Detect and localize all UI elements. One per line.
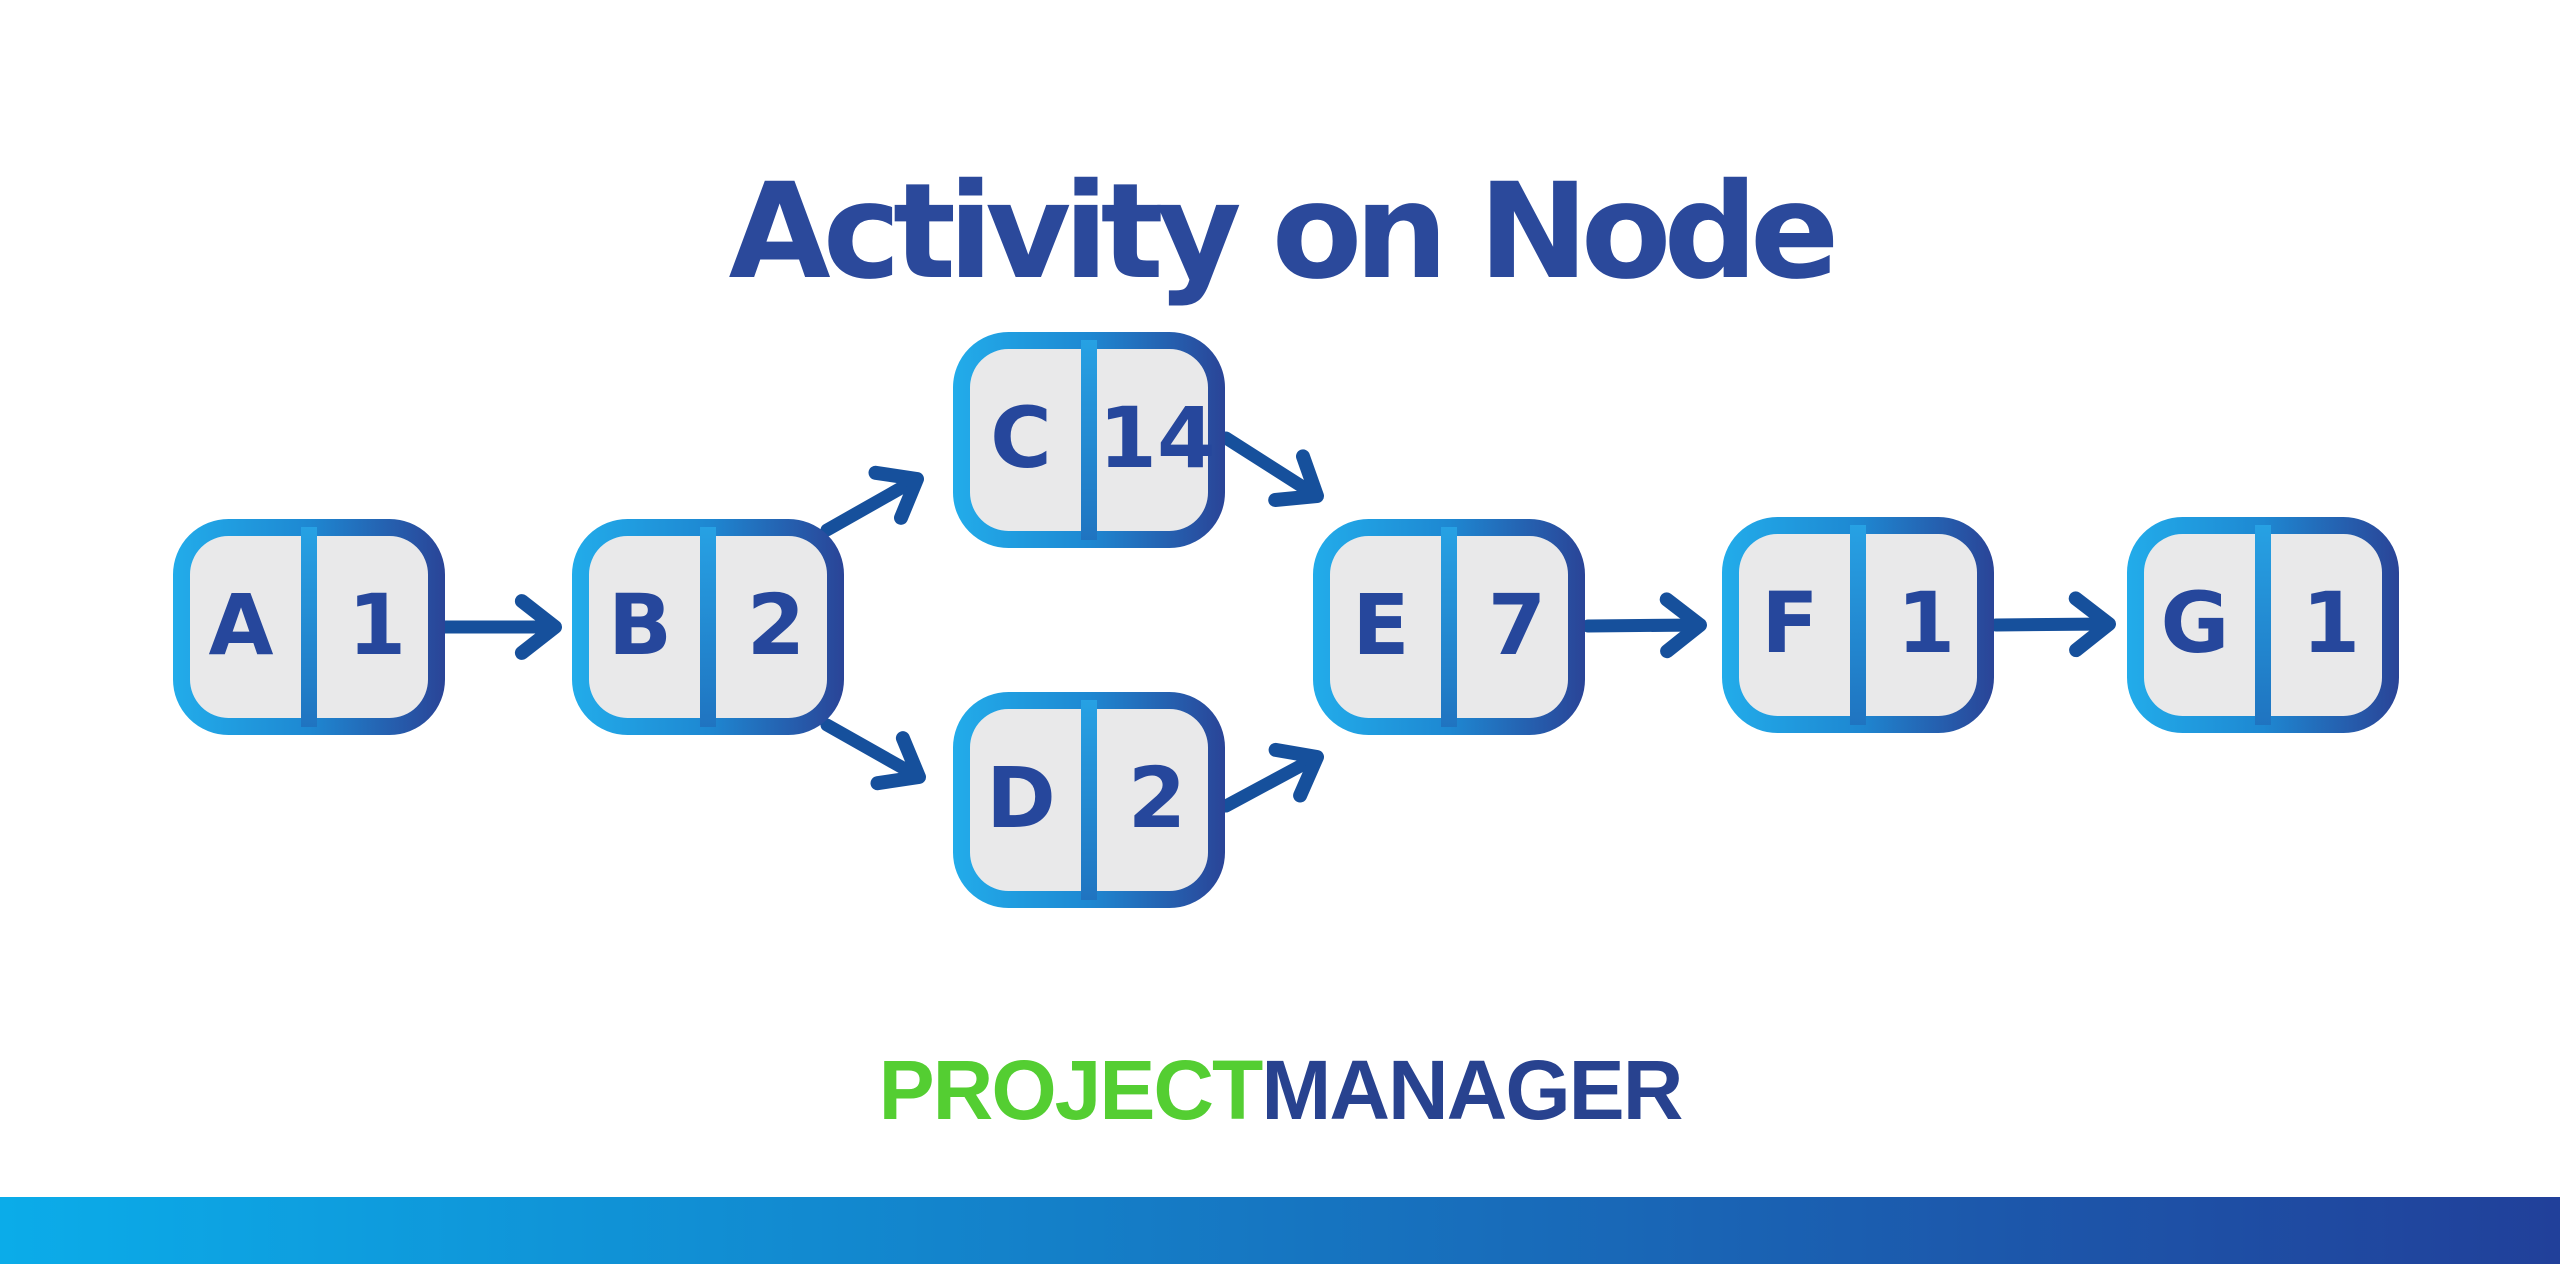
node-label-B: B	[608, 576, 672, 674]
node-label-D: D	[986, 749, 1056, 847]
arrowhead-icon	[870, 731, 926, 791]
page-title: Activity on Node	[728, 155, 1840, 310]
edge-D-E	[1219, 742, 1324, 813]
node-label-A: A	[208, 576, 273, 674]
edges-layer	[436, 431, 2116, 813]
arrowhead-icon	[1659, 592, 1707, 659]
edge-A-B	[436, 594, 562, 660]
node-label-C: C	[990, 389, 1052, 487]
node-duration-C: 14	[1099, 389, 1216, 487]
arrowhead-icon	[1268, 449, 1324, 507]
node-label-F: F	[1761, 574, 1818, 672]
node-duration-E: 7	[1488, 576, 1546, 674]
node-label-G: G	[2161, 574, 2230, 672]
node-duration-B: 2	[747, 576, 805, 674]
node-duration-A: 1	[348, 576, 406, 674]
edge-E-F	[1581, 592, 1707, 659]
edge-shaft	[820, 472, 924, 537]
node-label-E: E	[1352, 576, 1409, 674]
edge-shaft	[820, 718, 926, 784]
edge-shaft	[1219, 750, 1324, 813]
node-duration-G: 1	[2302, 574, 2360, 672]
node-C: C 14	[953, 332, 1225, 548]
brand-logo: PROJECTMANAGER	[0, 1048, 2560, 1132]
edge-B-C	[820, 465, 924, 537]
edge-shaft	[1219, 431, 1324, 503]
logo-project-text: PROJECT	[878, 1043, 1264, 1137]
edge-shaft	[1989, 617, 2116, 632]
node-duration-F: 1	[1897, 574, 1955, 672]
arrowhead-icon	[868, 465, 924, 525]
arrowhead-icon	[2068, 591, 2116, 658]
edge-F-G	[1989, 591, 2116, 658]
edge-B-D	[820, 718, 926, 791]
arrowhead-icon	[1268, 742, 1324, 803]
edge-C-E	[1219, 431, 1324, 507]
footer-gradient-bar	[0, 1197, 2560, 1264]
logo-manager-text: MANAGER	[1261, 1043, 1683, 1137]
arrowhead-icon	[514, 594, 562, 660]
node-duration-D: 2	[1128, 749, 1186, 847]
edge-shaft	[1581, 618, 1707, 633]
